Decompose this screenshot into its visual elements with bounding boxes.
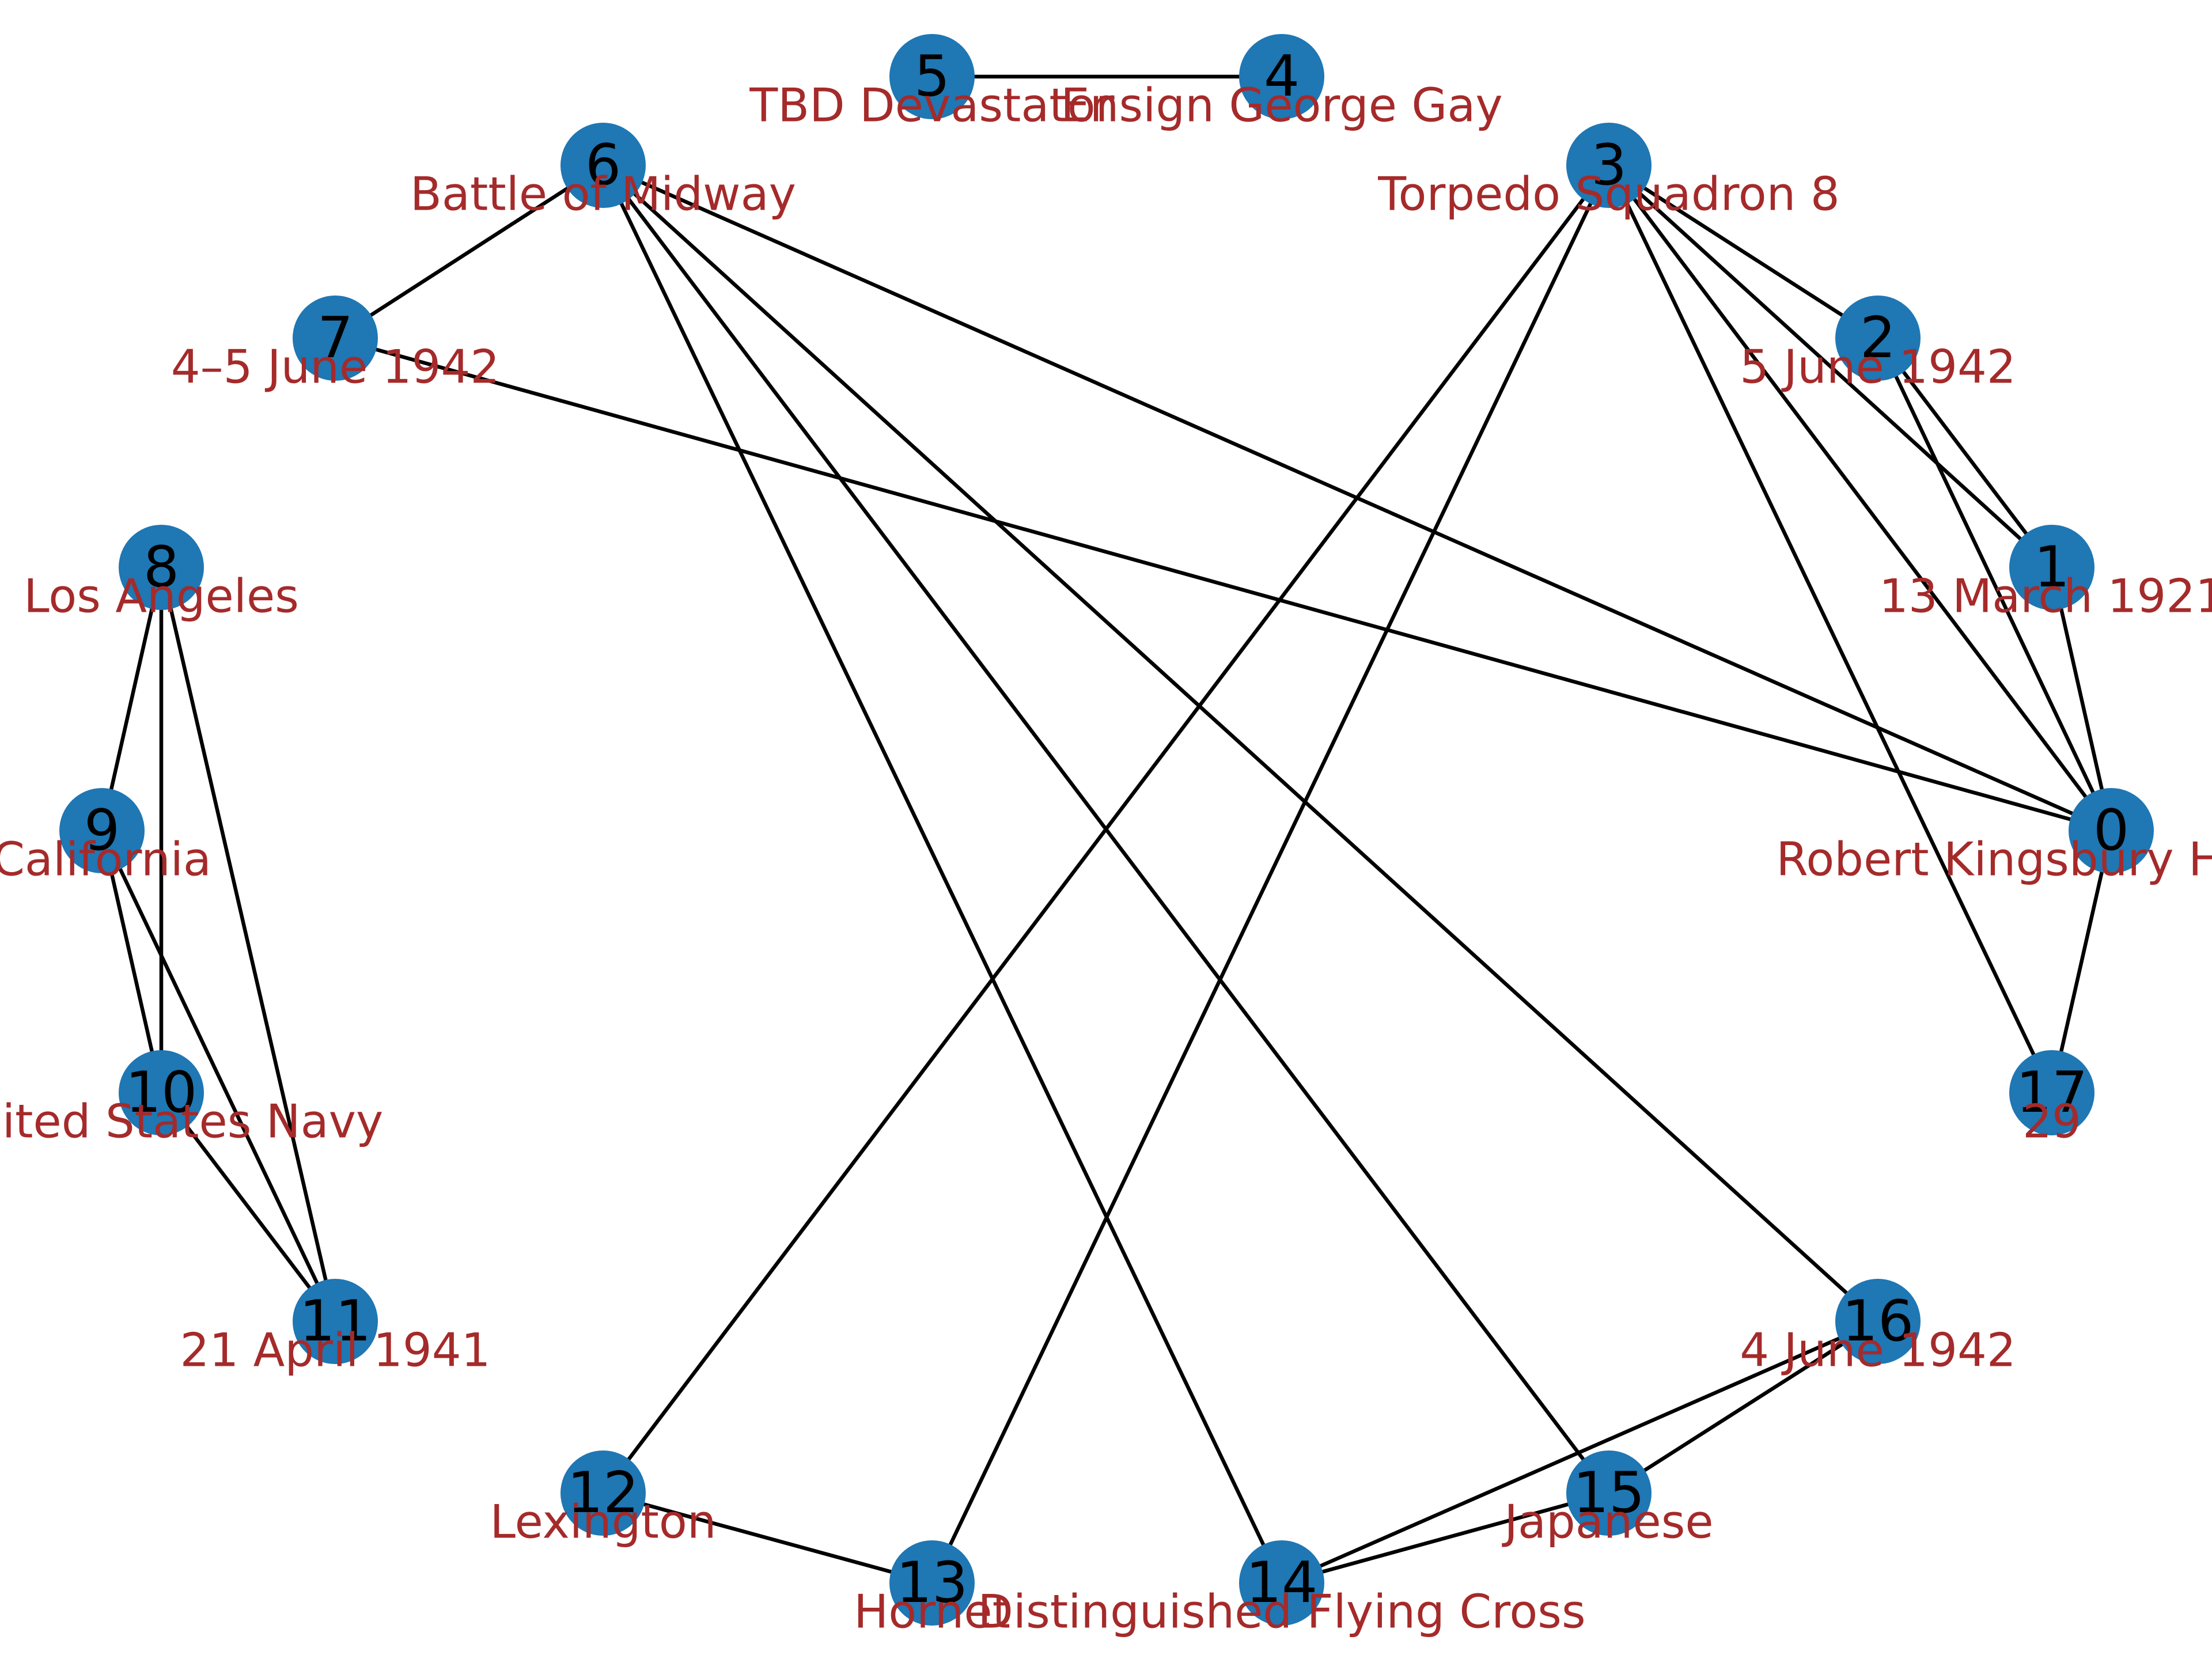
- node-9: 9: [59, 788, 145, 873]
- node-15: 15: [1566, 1450, 1652, 1536]
- node-label-13: Hornet: [854, 1585, 1010, 1639]
- node-6: 6: [560, 123, 646, 208]
- node-id-3: 3: [1591, 132, 1627, 198]
- edge-6-7: [334, 164, 604, 340]
- node-id-5: 5: [914, 44, 950, 109]
- node-circle-2: [1835, 296, 1921, 381]
- node-label-6: Battle of Midway: [410, 168, 796, 221]
- labels-layer: Robert Kingsbury Huntington 13 March 1921…: [0, 79, 2212, 1639]
- node-id-10: 10: [126, 1060, 198, 1126]
- node-label-14: Distinguished Flying Cross: [978, 1585, 1585, 1639]
- node-label-15: Japanese: [1501, 1495, 1713, 1549]
- edge-10-11: [160, 1092, 337, 1323]
- edge-6-14: [601, 164, 1283, 1584]
- edge-8-11: [159, 567, 338, 1322]
- node-label-12: Lexington: [490, 1495, 716, 1549]
- node-1: 1: [2009, 525, 2094, 610]
- node-circle-9: [59, 788, 145, 873]
- edge-6-16: [601, 164, 1880, 1323]
- node-circle-16: [1835, 1279, 1921, 1364]
- edge-15-16: [1608, 1320, 1879, 1495]
- node-circle-1: [2009, 525, 2094, 610]
- edge-12-13: [603, 1491, 933, 1585]
- node-label-7: 4–5 June 1942: [171, 340, 499, 394]
- node-id-9: 9: [84, 798, 120, 863]
- node-circle-13: [889, 1540, 975, 1626]
- node-circle-3: [1566, 123, 1652, 208]
- node-circle-4: [1239, 34, 1324, 119]
- node-id-4: 4: [1264, 44, 1300, 109]
- node-label-9: California: [0, 833, 211, 887]
- node-id-6: 6: [585, 132, 621, 198]
- node-7: 7: [293, 296, 378, 381]
- node-4: 4: [1239, 34, 1324, 119]
- edge-3-17: [1607, 164, 2054, 1094]
- node-5: 5: [889, 34, 975, 119]
- node-label-1: 13 March 1921: [1879, 570, 2212, 623]
- node-id-17: 17: [2016, 1060, 2088, 1126]
- edge-9-10: [100, 830, 164, 1093]
- node-13: 13: [889, 1540, 975, 1626]
- node-circle-0: [2069, 788, 2154, 873]
- node-circle-8: [119, 525, 204, 610]
- edge-0-2: [1876, 337, 2113, 832]
- node-3: 3: [1566, 123, 1652, 208]
- node-16: 16: [1835, 1279, 1921, 1364]
- node-0: 0: [2069, 788, 2154, 873]
- node-id-14: 14: [1246, 1550, 1318, 1616]
- edge-14-15: [1281, 1491, 1609, 1585]
- node-id-8: 8: [143, 535, 179, 600]
- node-id-2: 2: [1860, 305, 1896, 371]
- edge-8-9: [100, 567, 164, 831]
- node-id-0: 0: [2093, 798, 2129, 863]
- edge-0-1: [2050, 567, 2113, 831]
- edges-layer: [100, 74, 2113, 1585]
- edge-9-11: [100, 830, 337, 1323]
- node-label-10: United States Navy: [0, 1095, 383, 1149]
- node-label-5: TBD Devastator: [749, 79, 1114, 132]
- edge-14-16: [1281, 1320, 1879, 1585]
- edge-1-2: [1876, 337, 2054, 569]
- edge-3-13: [930, 164, 1611, 1584]
- node-12: 12: [560, 1450, 646, 1536]
- node-circle-14: [1239, 1540, 1324, 1626]
- node-circle-11: [293, 1279, 378, 1364]
- edge-0-3: [1607, 164, 2113, 832]
- node-circle-6: [560, 123, 646, 208]
- node-2: 2: [1835, 296, 1921, 381]
- node-label-3: Torpedo Squadron 8: [1377, 168, 1839, 221]
- node-circle-5: [889, 34, 975, 119]
- edge-0-7: [335, 336, 2112, 833]
- node-label-2: 5 June 1942: [1740, 340, 2016, 394]
- node-id-15: 15: [1573, 1460, 1645, 1526]
- node-id-16: 16: [1842, 1289, 1914, 1354]
- node-circle-12: [560, 1450, 646, 1536]
- node-label-11: 21 April 1941: [180, 1324, 490, 1377]
- node-circle-10: [119, 1050, 204, 1135]
- node-circle-15: [1566, 1450, 1652, 1536]
- node-id-11: 11: [300, 1289, 372, 1354]
- node-8: 8: [119, 525, 204, 610]
- node-17: 17: [2009, 1050, 2094, 1135]
- node-14: 14: [1239, 1540, 1324, 1626]
- node-id-13: 13: [896, 1550, 968, 1616]
- edge-1-3: [1607, 164, 2054, 569]
- node-circle-17: [2009, 1050, 2094, 1135]
- node-label-0: Robert Kingsbury Huntington: [1776, 833, 2212, 887]
- node-label-17: 29: [2022, 1095, 2081, 1149]
- node-10: 10: [119, 1050, 204, 1135]
- node-label-4: Ensign George Gay: [1060, 79, 1503, 132]
- node-label-16: 4 June 1942: [1740, 1324, 2016, 1377]
- edge-0-17: [2050, 830, 2113, 1093]
- node-id-1: 1: [2034, 535, 2070, 600]
- edge-6-15: [601, 164, 1611, 1494]
- node-circle-7: [293, 296, 378, 381]
- edge-2-3: [1608, 164, 1879, 340]
- node-id-7: 7: [317, 305, 353, 371]
- node-label-8: Los Angeles: [24, 570, 299, 623]
- node-id-12: 12: [567, 1460, 639, 1526]
- node-11: 11: [293, 1279, 378, 1364]
